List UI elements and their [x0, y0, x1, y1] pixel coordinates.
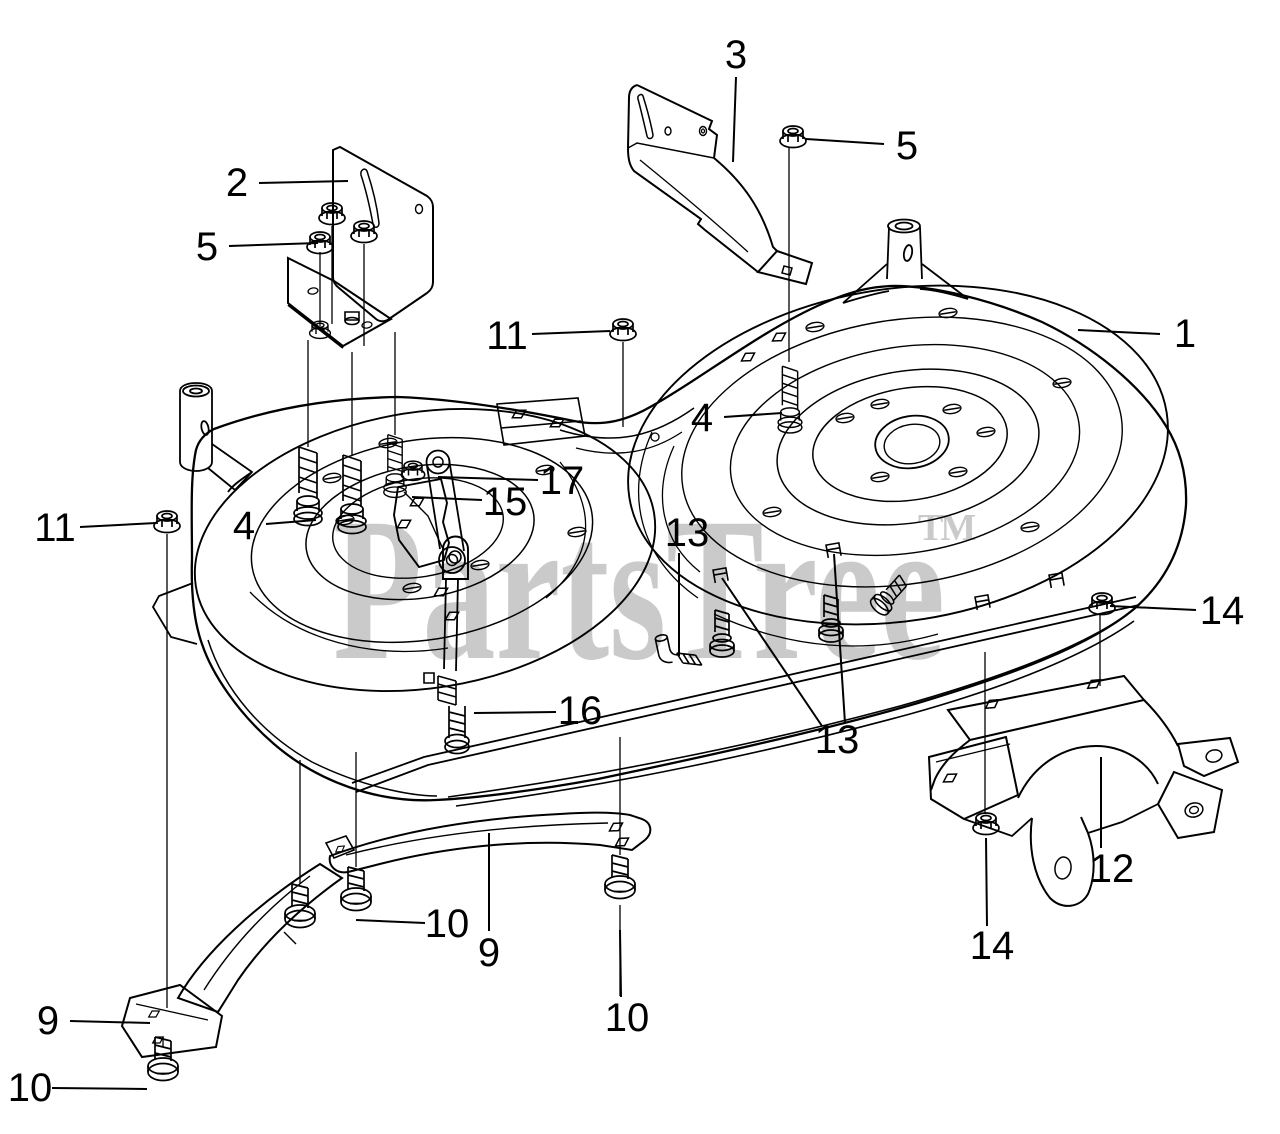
callout-label-4: 4: [690, 396, 714, 440]
deck-housing: [151, 284, 1188, 807]
leader-line-4: [723, 412, 783, 418]
callout-label-3: 3: [724, 33, 748, 77]
right-spindle-dome: [627, 284, 1169, 647]
watermark-trademark: TM: [918, 507, 975, 549]
leader-line-5: [805, 138, 885, 145]
leader-line-10: [619, 929, 622, 998]
elbow-fitting: [654, 633, 703, 666]
leader-line-10: [51, 1087, 148, 1090]
lift-bracket: [287, 145, 434, 455]
callout-label-14: 14: [969, 924, 1015, 968]
leader-line-13: [833, 553, 846, 724]
callout-label-10: 10: [424, 902, 470, 946]
engagement-rod: [351, 596, 1140, 793]
idler-arm-assembly: [393, 449, 470, 755]
callout-label-15: 15: [482, 480, 528, 524]
leader-line-13: [721, 577, 823, 727]
callout-leader-lines: [51, 76, 1197, 1090]
callout-label-13: 13: [814, 718, 860, 762]
callout-label-13: 13: [664, 511, 710, 555]
leader-line-15: [411, 496, 483, 501]
leader-line-10: [355, 919, 426, 924]
leader-line-11: [79, 522, 157, 528]
callout-label-12: 12: [1089, 847, 1135, 891]
leader-line-4: [265, 519, 317, 525]
leader-line-17: [437, 476, 539, 481]
side-baffle: [120, 862, 344, 1059]
belt-guard-bracket: [627, 84, 814, 286]
callout-label-9: 9: [477, 931, 501, 975]
leader-line-5: [228, 242, 319, 247]
callout-label-14: 14: [1199, 589, 1245, 633]
rear-mount-bracket: [927, 674, 1240, 907]
leader-line-3: [732, 76, 737, 163]
callout-label-10: 10: [604, 996, 650, 1040]
callout-label-5: 5: [895, 124, 919, 168]
front-baffle: [324, 811, 652, 874]
callout-label-4: 4: [232, 504, 256, 548]
leader-line-14: [985, 837, 988, 927]
callout-label-2: 2: [225, 161, 249, 205]
left-hanger-tube: [179, 382, 254, 493]
leader-line-14: [1109, 605, 1197, 611]
callout-label-5: 5: [195, 225, 219, 269]
hardware: [147, 125, 1116, 1082]
callout-label-16: 16: [557, 689, 603, 733]
callout-label-10: 10: [7, 1066, 53, 1110]
callout-label-1: 1: [1173, 312, 1197, 356]
leader-line-9: [69, 1020, 151, 1024]
leader-line-2: [258, 180, 349, 184]
leader-line-11: [531, 330, 611, 335]
callout-label-11: 11: [486, 314, 528, 358]
callout-label-11: 11: [34, 506, 76, 550]
callout-label-9: 9: [36, 999, 60, 1043]
leader-line-16: [473, 711, 557, 714]
callout-label-17: 17: [539, 459, 585, 503]
leader-line-1: [1077, 329, 1161, 335]
spindle-boss: [842, 218, 969, 304]
